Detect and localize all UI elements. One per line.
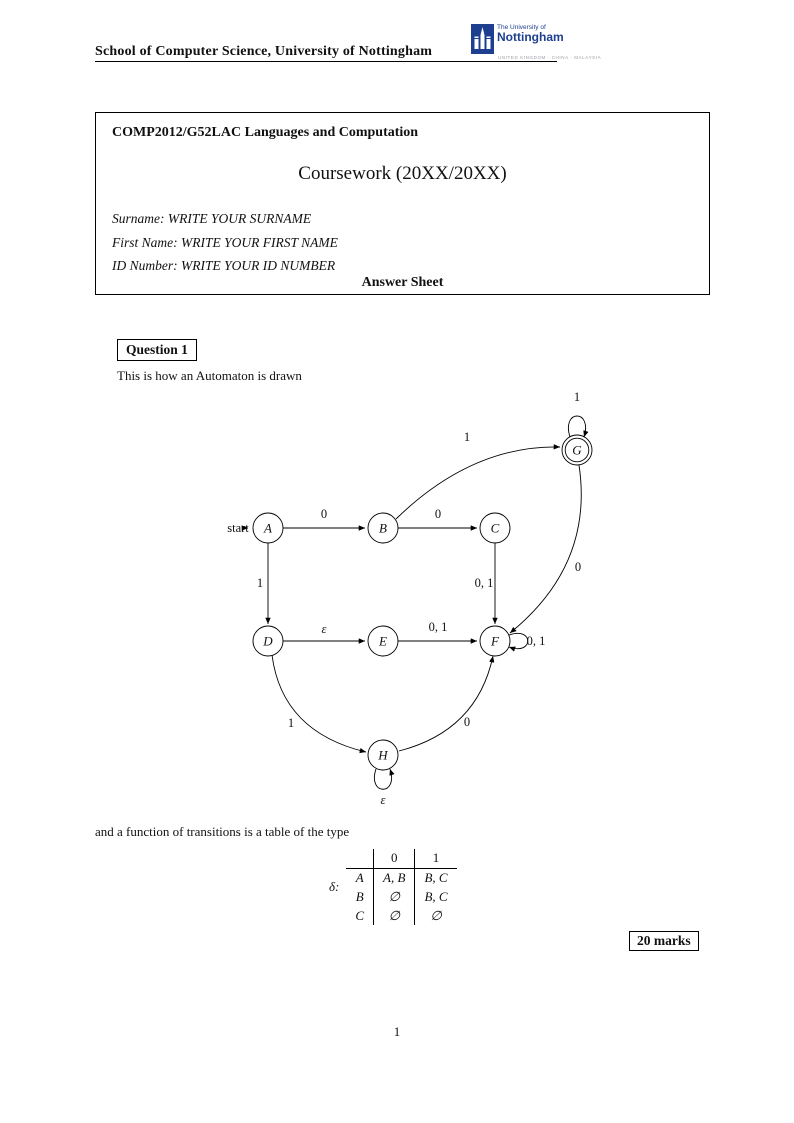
logo-wordmark: The University of Nottingham <box>497 24 564 44</box>
table-row-A: A A, B B, C <box>346 868 456 887</box>
coursework-title: Coursework (20XX/20XX) <box>298 163 507 184</box>
table-intro: and a function of transitions is a table… <box>95 824 350 839</box>
state-cell: A <box>346 868 375 887</box>
edge-label-H-loop: ε <box>381 793 386 807</box>
edge-label-D-H: 1 <box>288 716 294 730</box>
table-row-B: B ∅ B, C <box>346 887 456 906</box>
edge-label-D-E: ε <box>322 622 327 636</box>
svg-text:E: E <box>378 634 387 649</box>
edge-F-loop <box>508 632 529 652</box>
edge-label-G-F: 0 <box>575 560 581 574</box>
surname-label: Surname: <box>112 211 165 226</box>
firstname-field: First Name: WRITE YOUR FIRST NAME <box>112 231 693 255</box>
delta-label: δ: <box>329 879 340 894</box>
start-label: start <box>227 521 249 535</box>
module-title: COMP2012/G52LAC Languages and Computatio… <box>112 125 419 140</box>
edge-B-G <box>395 444 561 520</box>
svg-text:A: A <box>263 521 272 536</box>
col-0-header: 0 <box>373 849 416 869</box>
idnumber-field: ID Number: WRITE YOUR ID NUMBER <box>112 254 693 278</box>
surname-field: Surname: WRITE YOUR SURNAME <box>112 207 693 231</box>
svg-text:F: F <box>490 634 500 649</box>
state-F: F <box>479 625 511 657</box>
value-cell: B, C <box>424 869 448 885</box>
school-header: School of Computer Science, University o… <box>95 44 433 59</box>
svg-text:G: G <box>572 443 582 458</box>
value-cell: A, B <box>373 868 416 887</box>
edge-label-F-loop: 0, 1 <box>527 634 546 648</box>
edge-D-H <box>271 654 367 754</box>
state-H: H <box>367 739 399 771</box>
student-fields: Surname: WRITE YOUR SURNAME First Name: … <box>112 207 693 278</box>
svg-text:C: C <box>491 521 500 536</box>
edge-H-loop <box>373 768 395 790</box>
logo-text-small: The University of <box>497 24 546 31</box>
edge-H-F <box>398 655 495 752</box>
edge-label-C-F: 0, 1 <box>475 576 494 590</box>
state-cell: B <box>346 887 375 906</box>
question-intro: This is how an Automaton is drawn <box>117 368 302 383</box>
firstname-label: First Name: <box>112 234 178 250</box>
edge-label-H-F: 0 <box>464 715 470 729</box>
edge-G-F <box>509 464 582 634</box>
table-row-C: C ∅ ∅ <box>346 906 456 925</box>
svg-text:H: H <box>377 748 388 763</box>
value-cell: B, C <box>424 888 448 904</box>
svg-text:B: B <box>379 521 387 536</box>
surname-value: WRITE YOUR SURNAME <box>167 211 312 226</box>
transition-table-grid: 0 1 A A, B B, C B ∅ B, C C ∅ ∅ <box>346 849 457 925</box>
edge-label-B-C: 0 <box>435 507 441 521</box>
value-cell: ∅ <box>373 887 416 906</box>
idnumber-value: WRITE YOUR ID NUMBER <box>181 258 336 273</box>
marks-badge: 20 marks <box>629 931 699 951</box>
logo-text-large: Nottingham <box>497 30 564 44</box>
edge-label-B-G: 1 <box>464 430 470 444</box>
cover-box: COMP2012/G52LAC Languages and Computatio… <box>95 112 710 295</box>
nottingham-castle-icon <box>471 24 494 54</box>
state-B: B <box>367 512 399 544</box>
automaton-diagram: start 0 0 1 1 0, 1 0 1 ε 0, 1 0, 1 1 0 ε <box>227 390 593 807</box>
edge-G-loop <box>567 415 589 438</box>
table-corner-cell <box>346 849 375 869</box>
state-A: A <box>252 512 284 544</box>
value-cell: ∅ <box>430 907 442 923</box>
value-cell: ∅ <box>373 906 416 925</box>
transition-table: δ: 0 1 A A, B B, C B ∅ B, C C ∅ ∅ <box>329 849 457 925</box>
header-rule <box>95 61 557 63</box>
logo-caption: UNITED KINGDOM · CHINA · MALAYSIA <box>498 55 602 60</box>
answer-sheet-label: Answer Sheet <box>361 275 444 290</box>
state-C: C <box>479 512 511 544</box>
edge-label-A-D: 1 <box>257 576 263 590</box>
edge-label-G-loop: 1 <box>574 390 580 404</box>
state-D: D <box>252 625 284 657</box>
edge-label-A-B: 0 <box>321 507 327 521</box>
page-number: 1 <box>393 1024 401 1039</box>
state-cell: C <box>346 906 375 925</box>
state-G-accepting: G <box>561 434 593 466</box>
edge-label-E-F: 0, 1 <box>429 620 448 634</box>
svg-text:D: D <box>262 634 273 649</box>
university-logo: The University of Nottingham <box>471 24 564 54</box>
question-1-label: Question 1 <box>117 339 197 361</box>
table-header-row: 0 1 <box>346 849 457 869</box>
idnumber-label: ID Number: <box>112 258 178 273</box>
col-1-header: 1 <box>414 849 457 869</box>
firstname-value: WRITE YOUR FIRST NAME <box>181 234 338 250</box>
state-E: E <box>367 625 399 657</box>
